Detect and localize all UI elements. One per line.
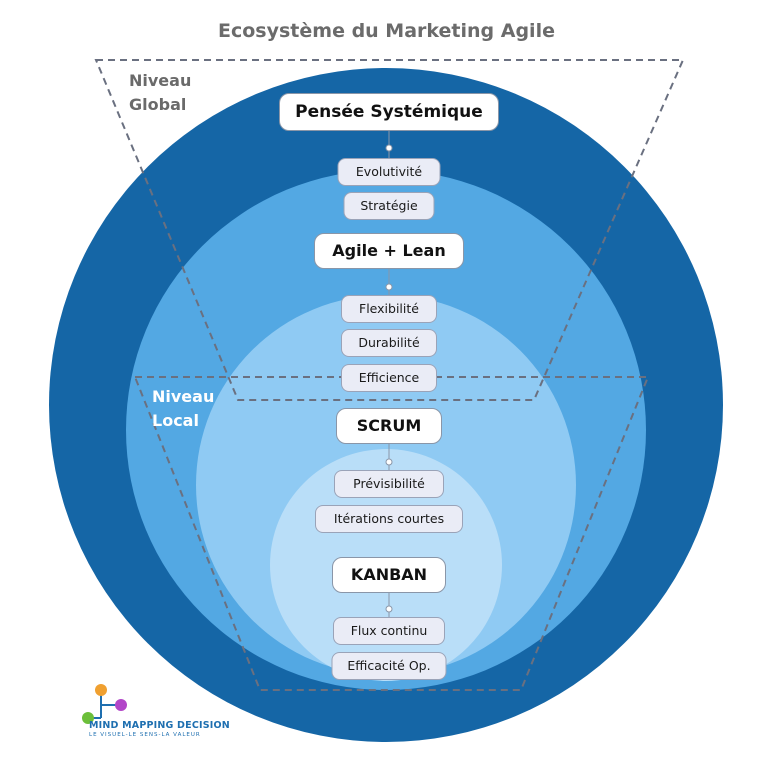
- page-title: Ecosystème du Marketing Agile: [218, 20, 555, 42]
- logo-tagline: LE VISUEL-LE SENS-LA VALEUR: [89, 732, 201, 738]
- node-strategie[interactable]: Stratégie: [343, 192, 435, 220]
- node-scrum[interactable]: SCRUM: [336, 408, 442, 444]
- node-iterations-courtes[interactable]: Itérations courtes: [315, 505, 463, 533]
- node-flexibilite[interactable]: Flexibilité: [341, 295, 437, 323]
- zone-label-local-line2: Local: [152, 411, 199, 430]
- zone-label-global: Niveau Global: [129, 69, 191, 117]
- connector-dot: [385, 283, 393, 291]
- zone-label-global-line1: Niveau: [129, 71, 192, 90]
- node-agile-lean[interactable]: Agile + Lean: [314, 233, 464, 269]
- node-evolutivite[interactable]: Evolutivité: [337, 158, 441, 186]
- logo-mark-icon: [82, 684, 127, 724]
- logo-name: MIND MAPPING DECISION: [89, 720, 230, 731]
- node-previsibilite[interactable]: Prévisibilité: [334, 470, 444, 498]
- zone-label-global-line2: Global: [129, 95, 187, 114]
- node-efficacite-op[interactable]: Efficacité Op.: [331, 652, 447, 680]
- node-efficience[interactable]: Efficience: [341, 364, 437, 392]
- connector-dot: [385, 144, 393, 152]
- node-durabilite[interactable]: Durabilité: [341, 329, 437, 357]
- node-pensee-systemique[interactable]: Pensée Systémique: [279, 93, 499, 131]
- connector-dot: [385, 605, 393, 613]
- node-kanban[interactable]: KANBAN: [332, 557, 446, 593]
- local-level-outline: [133, 376, 650, 691]
- node-flux-continu[interactable]: Flux continu: [333, 617, 445, 645]
- connector-dot: [385, 458, 393, 466]
- zone-label-local-line1: Niveau: [152, 387, 215, 406]
- zone-label-local: Niveau Local: [152, 385, 214, 433]
